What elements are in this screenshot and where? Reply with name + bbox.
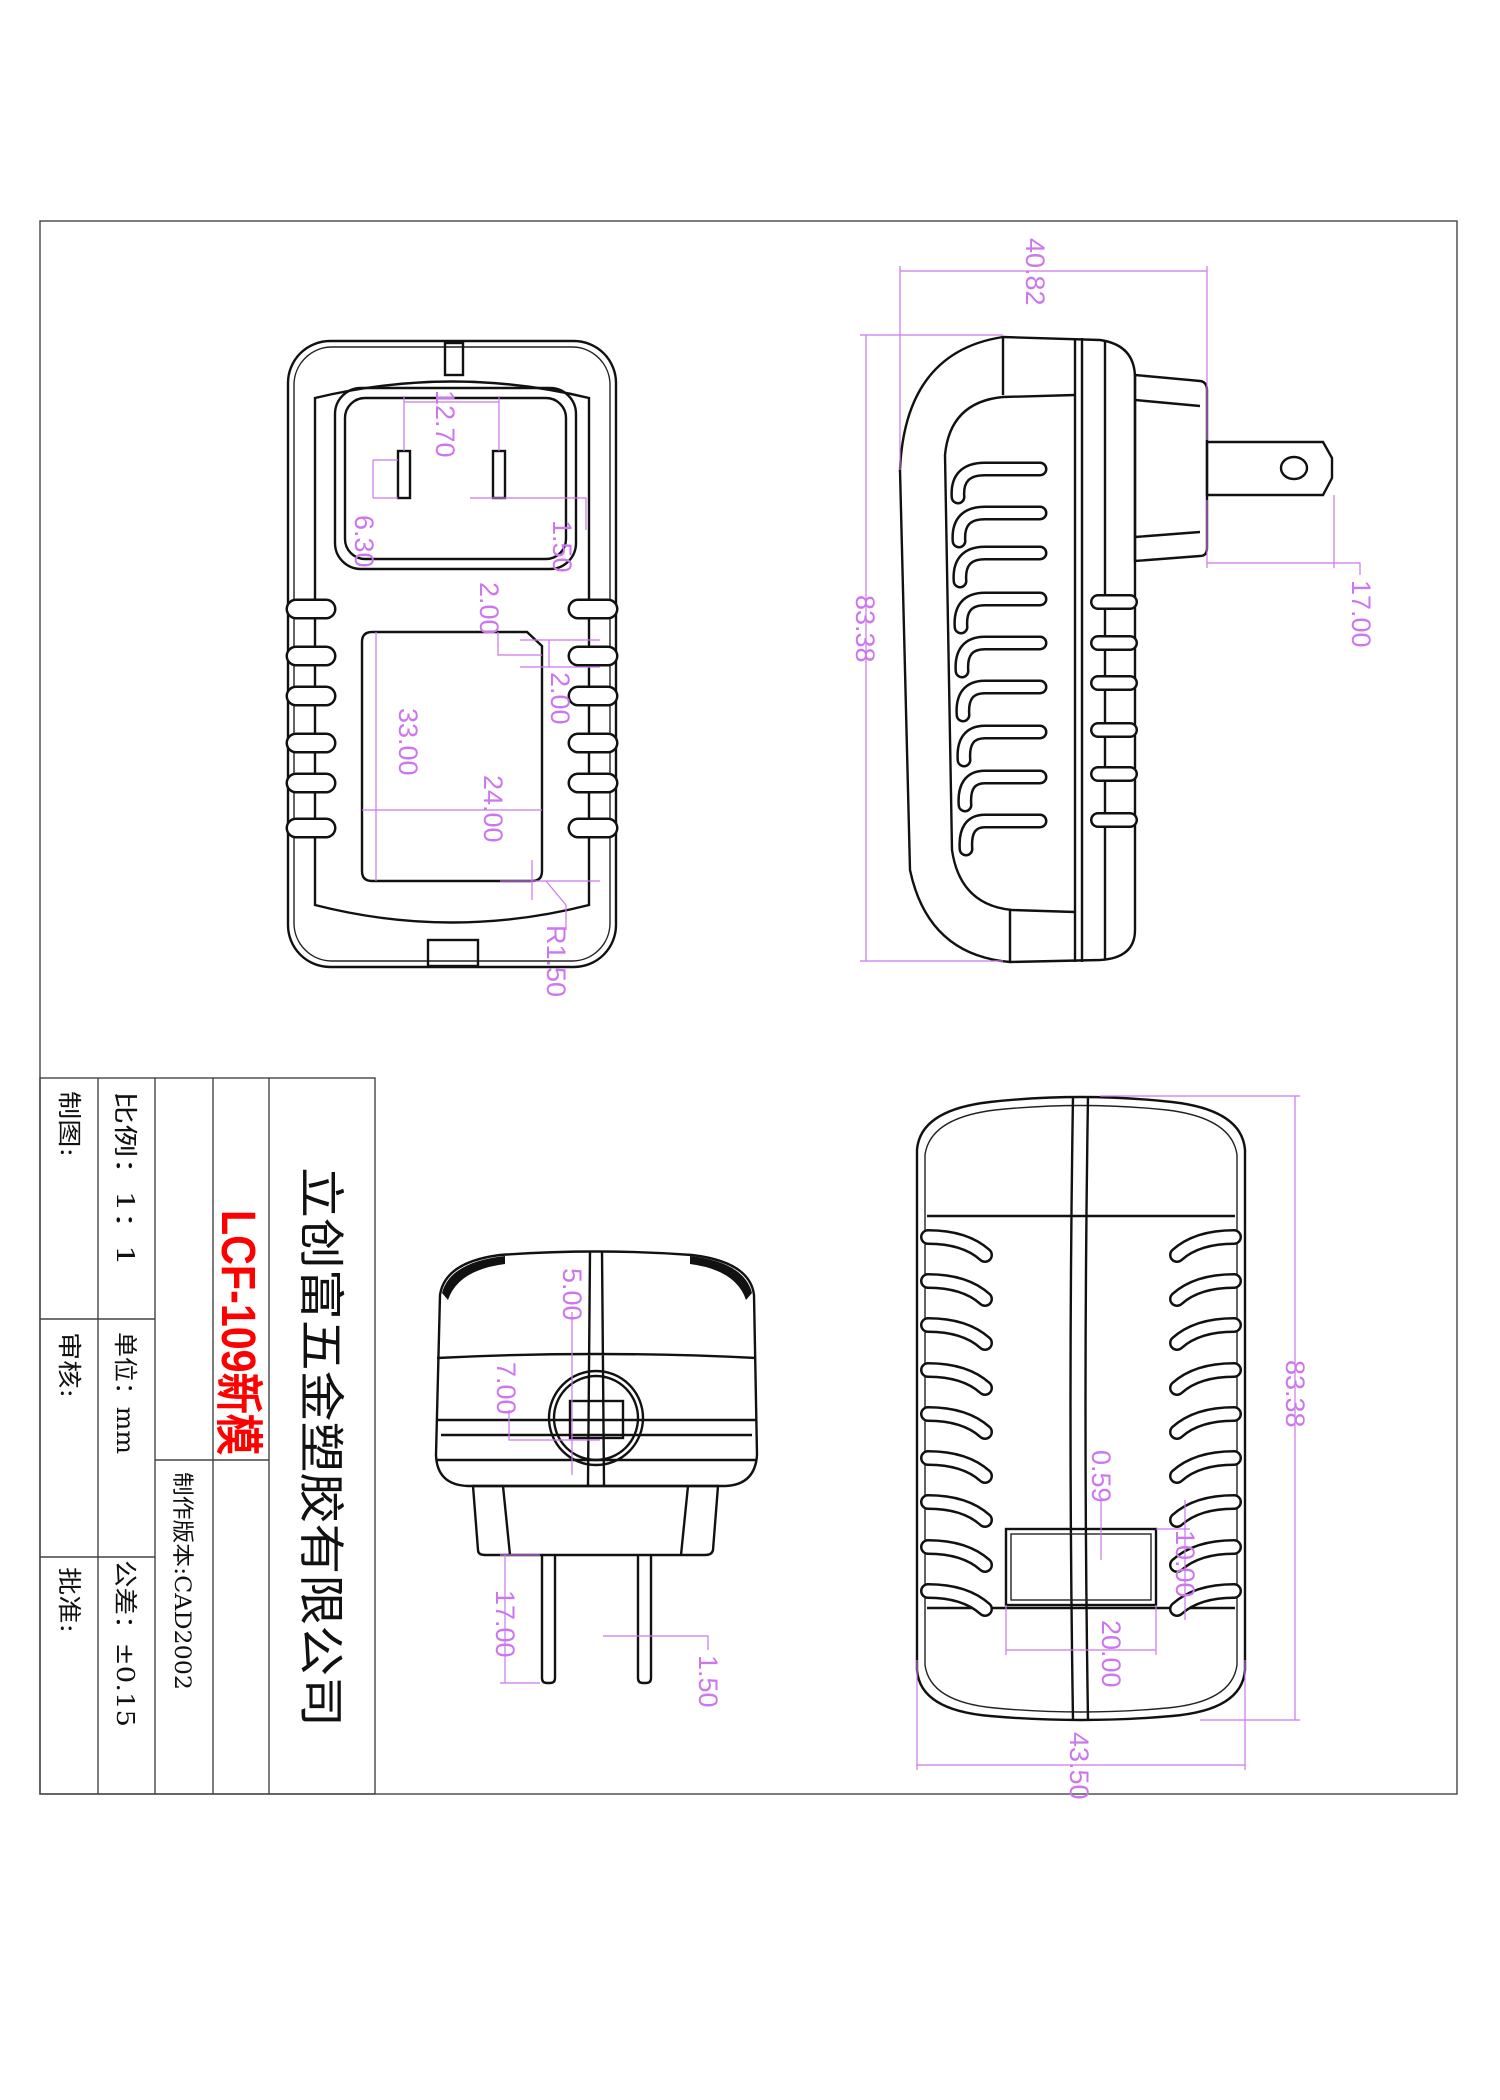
- dim-6-30: 6.30: [349, 515, 379, 568]
- back-body: [915, 1095, 1247, 1722]
- back-fin-left-inner: [922, 1496, 991, 1526]
- side-fin-inner: [960, 816, 1045, 854]
- approved-by-label: 批准:: [55, 1567, 83, 1633]
- cad-version: 制作版本:CAD2002: [169, 1472, 194, 1690]
- back-fin-left-inner: [922, 1319, 991, 1349]
- front-inner-body: [313, 380, 591, 924]
- label-area: [360, 630, 544, 883]
- dim-20-00: 20.00: [1096, 1620, 1126, 1688]
- dim-17-00-side: 17.00: [1346, 580, 1376, 648]
- bottom-body: [434, 1250, 759, 1488]
- side-fin-inner: [958, 727, 1045, 765]
- back-fin-right-inner: [1171, 1319, 1240, 1349]
- side-dimension-lines: [860, 266, 1361, 962]
- back-fin-left-inner: [922, 1585, 991, 1615]
- title-block-frame: [39, 1077, 376, 1795]
- dim-83-38-back: 83.38: [1280, 1360, 1310, 1428]
- tolerance-label: 公差：±0.15: [111, 1560, 139, 1727]
- back-fin-left-inner: [922, 1408, 991, 1438]
- side-fin-inner: [955, 594, 1045, 632]
- side-fin-inner: [959, 772, 1045, 810]
- title-block-grid: [40, 1078, 270, 1794]
- side-fins: [950, 461, 1048, 857]
- back-label-window-inner: [1010, 1533, 1152, 1601]
- back-center-rib: [927, 1095, 1235, 1721]
- side-vents: [1090, 594, 1138, 828]
- bottom-center-block: [568, 1399, 625, 1440]
- back-fin-left-inner: [922, 1541, 991, 1571]
- drawing-border: [39, 220, 1458, 1795]
- plug-pin: [1205, 440, 1334, 497]
- dim-12-70: 12.70: [430, 390, 460, 458]
- dim-2-00-b: 2.00: [545, 672, 575, 725]
- socket-recess-inner: [343, 396, 568, 561]
- side-view: 40.82 83.38 17.00: [850, 238, 1376, 964]
- dim-40-82: 40.82: [1020, 238, 1050, 306]
- side-fin-inner: [953, 508, 1045, 546]
- back-fin-right-inner: [1171, 1496, 1240, 1526]
- checked-by-label: 审核:: [55, 1332, 83, 1398]
- front-dimension-lines: [362, 396, 600, 930]
- back-fin-right-inner: [1171, 1452, 1240, 1482]
- back-fin-right-inner: [1171, 1275, 1240, 1305]
- back-label-window: [1004, 1527, 1158, 1607]
- back-body-inner: [924, 1104, 1238, 1713]
- bottom-view: 5.00 7.00 17.00 1.50: [434, 1250, 759, 1708]
- back-view: 83.38 0.59 10.00 20.00 43.50: [915, 1095, 1310, 1800]
- front-bottom-tab: [426, 938, 480, 968]
- back-fin-left-inner: [922, 1275, 991, 1305]
- side-inner-contour: [943, 393, 1076, 914]
- dim-10-00: 10.00: [1170, 1530, 1200, 1598]
- back-fin-right-inner: [1171, 1364, 1240, 1394]
- back-fin-right-inner: [1171, 1231, 1240, 1261]
- unit-label: 单位：mm: [111, 1332, 139, 1454]
- bottom-dome-band: [442, 1256, 752, 1300]
- pin-hole: [1279, 455, 1309, 481]
- back-fins: [920, 1229, 1242, 1617]
- dim-33-00: 33.00: [393, 708, 423, 776]
- dim-5-00: 5.00: [557, 1268, 587, 1321]
- back-fin-left-inner: [922, 1364, 991, 1394]
- front-view: 12.70 6.30 1.50 2.00 2.00 33.00 24.00 R1…: [285, 339, 619, 997]
- dim-r1-50: R1.50: [541, 925, 571, 997]
- dim-24-00: 24.00: [478, 775, 508, 843]
- model-number: LCF-109新模: [211, 1210, 264, 1455]
- bottom-plug-shroud: [471, 1484, 720, 1557]
- bottom-circle-outer: [547, 1369, 645, 1467]
- bottom-dimension-lines: [500, 1312, 709, 1684]
- back-fin-left-inner: [922, 1452, 991, 1482]
- socket-slot-right: [491, 449, 507, 500]
- bottom-body-lines: [436, 1250, 757, 1486]
- dim-43-50: 43.50: [1064, 1732, 1094, 1800]
- dim-1-50-bottom: 1.50: [693, 1655, 723, 1708]
- back-fin-left-inner: [922, 1231, 991, 1261]
- side-outer-body: [898, 335, 1137, 964]
- front-vents: [285, 598, 619, 839]
- title-block: 立创富五金塑胶有限公司 LCF-109新模 制作版本:CAD2002 比例：1：…: [39, 1077, 376, 1795]
- bottom-circle-inner: [552, 1374, 640, 1462]
- back-fin-right-inner: [1171, 1585, 1240, 1615]
- socket-slot-left: [396, 449, 412, 500]
- company-name: 立创富五金塑胶有限公司: [294, 1167, 348, 1727]
- drawn-by-label: 制图:: [55, 1091, 83, 1157]
- back-dimension-lines: [916, 1095, 1300, 1770]
- dim-0-59: 0.59: [1086, 1450, 1116, 1503]
- back-fin-right-inner: [1171, 1541, 1240, 1571]
- back-fin-right-inner: [1171, 1408, 1240, 1438]
- bottom-pins: [540, 1555, 653, 1685]
- plug-shroud: [1133, 373, 1209, 563]
- side-fin-inner: [954, 548, 1045, 586]
- side-fin-inner: [956, 638, 1045, 676]
- dim-83-38-side: 83.38: [850, 595, 880, 663]
- socket-recess: [333, 386, 578, 571]
- dim-17-00-bottom: 17.00: [490, 1590, 520, 1658]
- scale-label: 比例：1：1: [111, 1091, 139, 1266]
- dim-1-50: 1.50: [547, 520, 577, 573]
- dim-2-00-a: 2.00: [474, 582, 504, 635]
- dim-7-00: 7.00: [491, 1362, 521, 1415]
- front-top-tab: [443, 341, 465, 377]
- side-fin-inner: [952, 464, 1045, 502]
- side-fin-inner: [957, 682, 1045, 720]
